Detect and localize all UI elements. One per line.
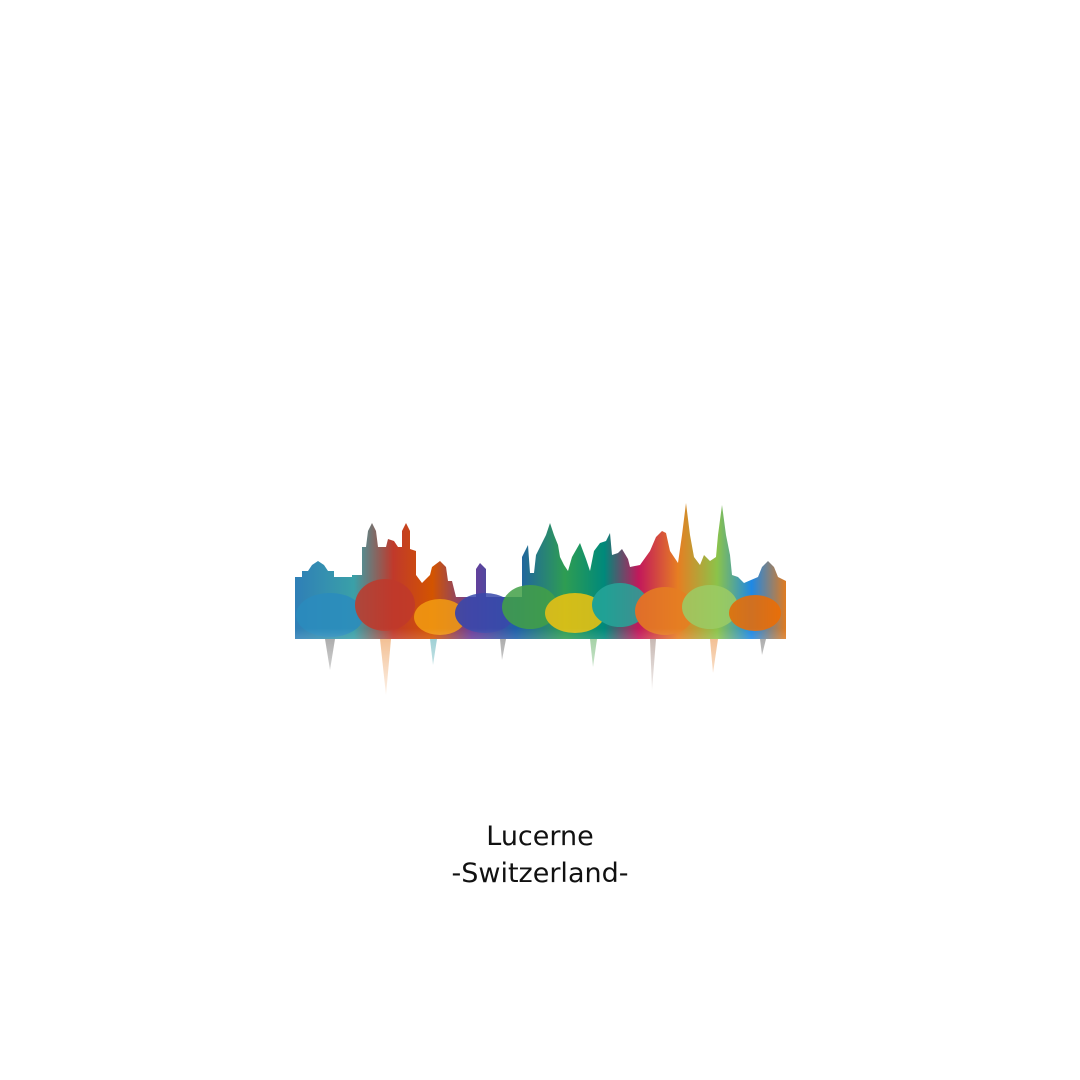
city-name: Lucerne bbox=[486, 821, 594, 852]
country-name: -Switzerland- bbox=[451, 858, 629, 889]
caption: Lucerne -Switzerland- bbox=[0, 818, 1080, 892]
watercolor-skyline-icon bbox=[290, 495, 790, 710]
